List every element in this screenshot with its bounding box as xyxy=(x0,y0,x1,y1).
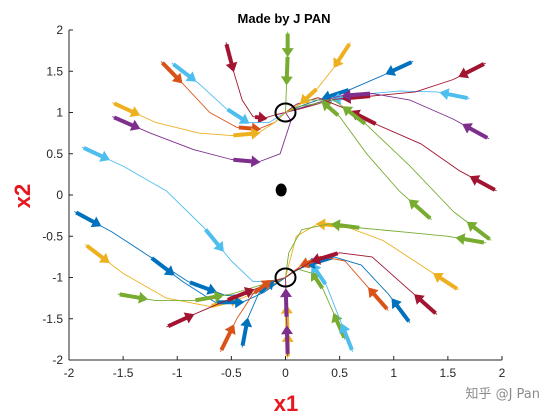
velocity-arrowhead xyxy=(330,219,341,232)
velocity-arrowhead xyxy=(414,294,425,305)
velocity-arrowhead xyxy=(331,312,343,324)
velocity-arrowhead xyxy=(90,216,102,228)
velocity-arrowhead xyxy=(280,288,292,298)
velocity-arrowhead xyxy=(99,150,110,162)
trajectory-line xyxy=(112,102,286,137)
velocity-arrowhead xyxy=(129,106,141,118)
trajectory-line xyxy=(171,62,286,123)
velocity-arrowhead xyxy=(260,280,272,291)
y-tick-label: 0.5 xyxy=(46,147,63,161)
velocity-arrowhead xyxy=(250,155,261,168)
velocity-arrowhead xyxy=(240,317,253,328)
trajectory-line xyxy=(285,93,490,140)
velocity-arrowhead xyxy=(225,61,238,73)
x-tick-label: 0.5 xyxy=(331,366,348,380)
velocity-arrowhead xyxy=(368,287,379,299)
velocity-arrowhead xyxy=(466,221,478,232)
velocity-arrowhead xyxy=(469,175,481,186)
y-tick-label: -1 xyxy=(52,271,63,285)
plot-area: -2 -1.5 -1 -0.5 0 0.5 1 1.5 2 2 1.5 1 0.5 0 -0.5 -1 -1.… xyxy=(42,23,505,380)
velocity-arrowhead xyxy=(299,93,311,105)
velocity-arrowhead xyxy=(391,298,402,310)
velocity-arrowhead xyxy=(257,111,268,124)
trajectory-line xyxy=(285,99,492,241)
velocity-arrowhead xyxy=(462,123,473,134)
trajectory-line xyxy=(220,277,286,352)
velocity-arrowhead xyxy=(321,100,333,112)
velocity-arrowhead xyxy=(439,88,450,100)
velocity-arrowhead xyxy=(183,312,195,324)
y-tick-label: -0.5 xyxy=(42,229,63,243)
velocity-arrowhead xyxy=(339,323,351,334)
x-tick-label: -1.5 xyxy=(113,366,134,380)
velocity-arrowhead xyxy=(235,296,245,309)
velocity-arrowhead xyxy=(98,252,110,264)
x-tick-label: 2 xyxy=(499,366,506,380)
y-tick-label: 1.5 xyxy=(46,64,63,78)
velocity-arrowhead xyxy=(213,241,224,252)
velocity-arrowhead xyxy=(455,233,466,245)
y-axis-label: x2 xyxy=(10,184,35,208)
velocity-arrowhead xyxy=(238,113,250,124)
velocity-arrowhead xyxy=(342,106,354,117)
velocity-arrowhead xyxy=(333,57,344,68)
y-tick-label: 0 xyxy=(56,188,63,202)
x-tick-label: 0 xyxy=(282,366,289,380)
trajectories xyxy=(74,31,497,359)
stable-equilibrium-circle xyxy=(274,102,297,123)
velocity-arrowhead xyxy=(213,291,224,303)
x-tick-label: -2 xyxy=(64,366,75,380)
velocity-arrowhead xyxy=(341,89,351,102)
trajectory-line xyxy=(285,42,351,113)
trajectory-line xyxy=(285,252,438,315)
y-tick-label: -1.5 xyxy=(42,312,63,326)
velocity-arrowhead xyxy=(433,273,444,283)
velocity-arrowhead xyxy=(316,218,326,231)
trajectory-line xyxy=(81,146,286,283)
velocity-arrowhead xyxy=(280,76,293,86)
y-ticks: 2 1.5 1 0.5 0 -0.5 -1 -1.5 -2 xyxy=(42,23,73,367)
x-tick-label: 1.5 xyxy=(440,366,457,380)
trajectory-line xyxy=(285,97,497,192)
velocity-arrowhead xyxy=(331,92,342,105)
velocity-arrowhead xyxy=(281,325,293,335)
velocity-arrowhead xyxy=(138,291,148,304)
x-axis-label: x1 xyxy=(274,391,298,415)
y-tick-label: 1 xyxy=(56,106,63,120)
x-ticks: -2 -1.5 -1 -0.5 0 0.5 1 1.5 2 xyxy=(64,356,506,380)
chart-title: Made by J PAN xyxy=(238,11,331,26)
velocity-arrowhead xyxy=(185,71,197,82)
watermark-text: 知乎 @J Pan xyxy=(465,386,540,402)
velocity-arrowhead xyxy=(224,324,236,335)
y-tick-label: 2 xyxy=(56,23,63,37)
velocity-arrowhead xyxy=(311,271,321,282)
velocity-arrowhead xyxy=(385,65,397,76)
velocity-arrowhead xyxy=(129,119,141,131)
velocity-arrowhead xyxy=(458,67,470,79)
velocity-arrowhead xyxy=(250,127,261,140)
trajectory-line xyxy=(84,244,286,307)
velocity-arrowhead xyxy=(310,253,322,265)
velocity-arrowhead xyxy=(408,199,420,210)
x-tick-label: -0.5 xyxy=(221,366,242,380)
equilibria xyxy=(274,102,297,288)
trajectory-line xyxy=(285,102,432,221)
velocity-arrowhead xyxy=(243,287,255,299)
x-tick-label: -1 xyxy=(172,366,183,380)
x-tick-label: 1 xyxy=(390,366,397,380)
velocity-arrowhead xyxy=(281,48,294,58)
y-tick-label: -2 xyxy=(52,353,63,367)
trajectory-line xyxy=(285,62,487,113)
velocity-arrowhead xyxy=(171,72,183,84)
velocity-arrowhead xyxy=(299,257,311,269)
velocity-arrowhead xyxy=(163,265,175,276)
saddle-point-dot xyxy=(275,183,287,197)
stable-equilibrium-circle xyxy=(274,267,297,288)
